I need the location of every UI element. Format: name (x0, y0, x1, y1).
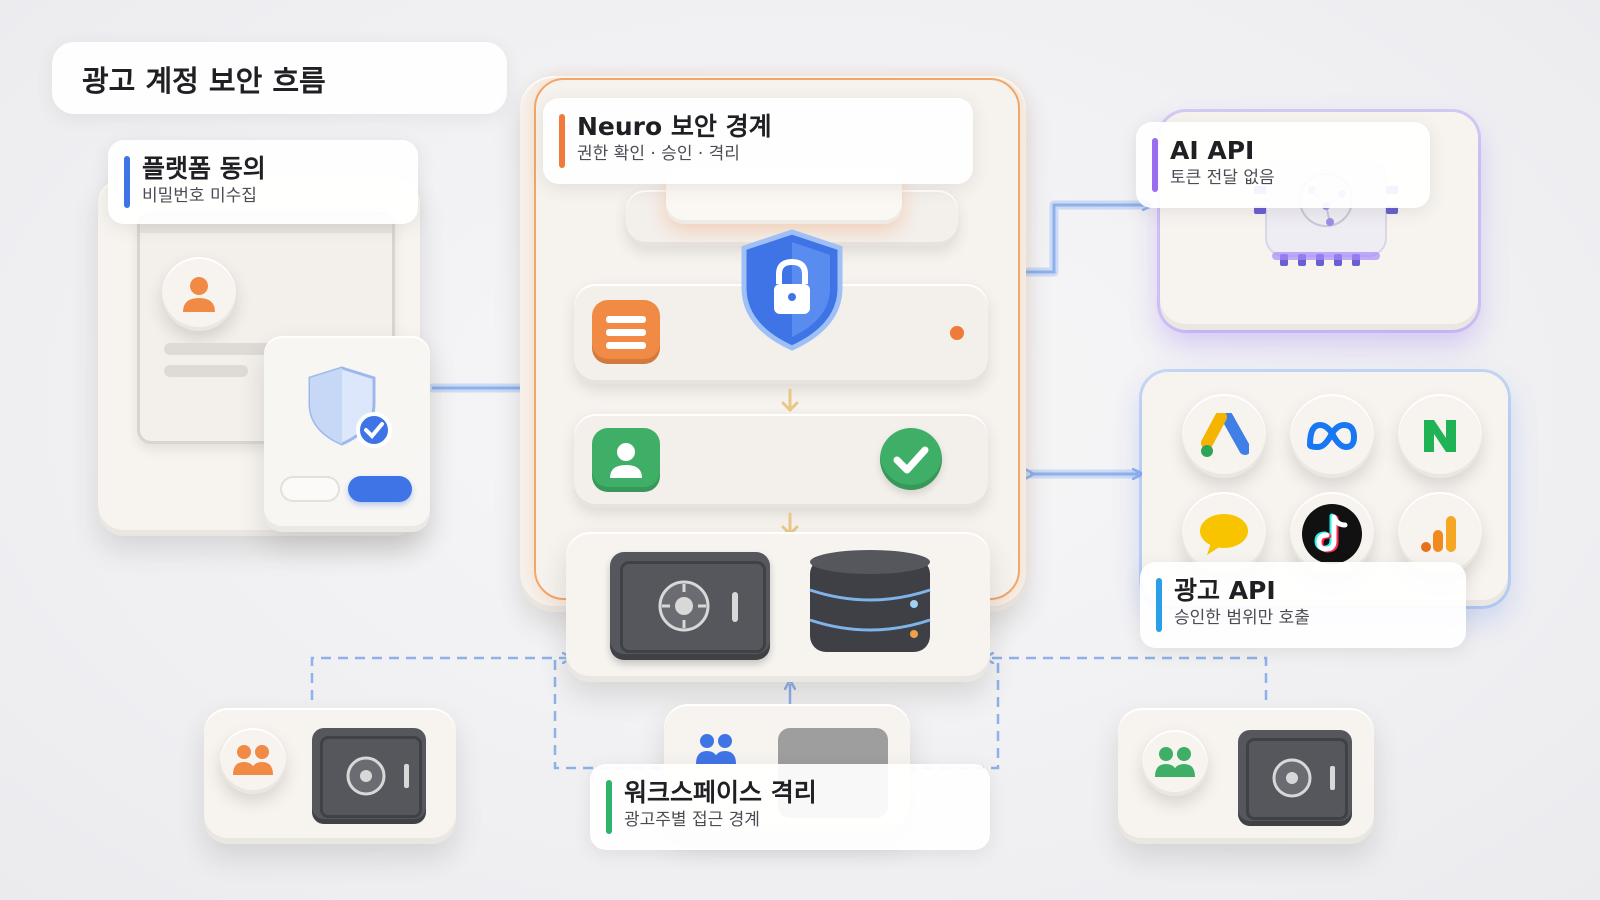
safe-icon (1238, 730, 1352, 826)
ad-api-title: 광고 API (1174, 576, 1276, 605)
workspace-label: 워크스페이스 격리 광고주별 접근 경계 (590, 764, 990, 850)
ai-api-subtitle: 토큰 전달 없음 (1170, 168, 1275, 188)
ai-api-label: AI API 토큰 전달 없음 (1136, 122, 1430, 208)
platform-consent-label: 플랫폼 동의 비밀번호 미수집 (108, 140, 418, 224)
database-icon (806, 548, 934, 660)
safe-icon (312, 728, 426, 824)
check-icon (880, 428, 942, 490)
platform-consent-subtitle: 비밀번호 미수집 (142, 186, 257, 206)
team-icon (1142, 730, 1208, 796)
server-list-icon (592, 300, 660, 364)
neuro-boundary-title: Neuro 보안 경계 (577, 112, 772, 141)
ad-api-subtitle: 승인한 범위만 호출 (1174, 608, 1310, 628)
neuro-boundary-label: Neuro 보안 경계 권한 확인 · 승인 · 격리 (543, 98, 973, 184)
arrow-neuro-to-ai (1017, 200, 1153, 277)
approve-button[interactable] (348, 476, 412, 502)
lock-shield-icon (741, 229, 843, 351)
workspace-link-right (988, 658, 1268, 700)
page-title: 광고 계정 보안 흐름 (82, 64, 326, 98)
meta-icon[interactable] (1290, 394, 1374, 478)
team-icon (694, 732, 738, 768)
neuro-layer-storage (566, 532, 990, 682)
workspace-link-left (310, 658, 568, 700)
user-icon (592, 428, 660, 492)
title-pill: 광고 계정 보안 흐름 (52, 42, 507, 114)
workspace-card-orange (204, 708, 456, 844)
neuro-boundary-subtitle: 권한 확인 · 승인 · 격리 (577, 144, 740, 164)
neuro-layer-approval (574, 414, 988, 508)
ai-api-title: AI API (1170, 136, 1255, 165)
user-icon (162, 257, 236, 331)
team-icon (220, 728, 286, 794)
flow-arrow-down-icon (781, 388, 799, 413)
workspace-card-green (1118, 708, 1374, 844)
cancel-button[interactable] (280, 476, 340, 502)
safe-icon (610, 552, 770, 660)
shield-check-icon (308, 366, 392, 448)
workspace-title: 워크스페이스 격리 (624, 778, 817, 807)
google-ads-icon[interactable] (1182, 394, 1266, 478)
naver-icon[interactable] (1398, 394, 1482, 478)
platform-consent-title: 플랫폼 동의 (142, 154, 266, 183)
workspace-subtitle: 광고주별 접근 경계 (624, 810, 760, 830)
status-dot-icon (950, 326, 964, 340)
consent-dialog (264, 336, 430, 532)
ad-api-label: 광고 API 승인한 범위만 호출 (1140, 562, 1466, 648)
